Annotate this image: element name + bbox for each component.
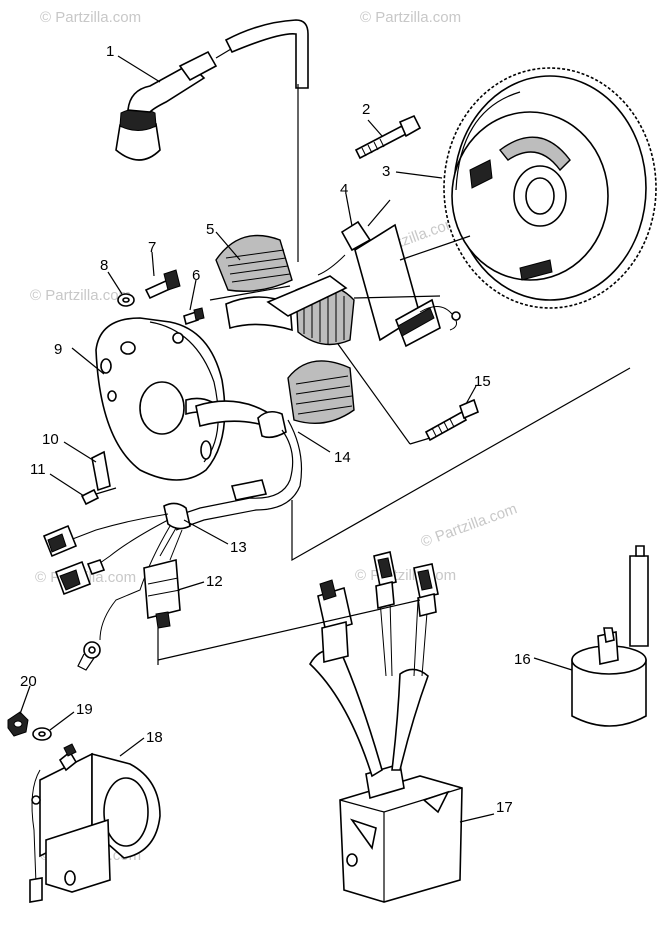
callout-16: 16	[514, 651, 531, 668]
watermark: © Partzilla.com	[360, 9, 461, 26]
callout-17: 17	[496, 799, 513, 816]
bolt-15	[424, 398, 479, 442]
callout-9: 9	[54, 341, 62, 358]
spark-plug-cap	[115, 19, 309, 262]
stator-coils	[215, 234, 355, 425]
callout-20: 20	[20, 673, 37, 690]
callout-6: 6	[192, 267, 200, 284]
callout-1: 1	[106, 43, 114, 60]
callout-11: 11	[30, 461, 46, 478]
starter-solenoid	[29, 743, 161, 903]
callout-13: 13	[230, 539, 247, 556]
stator-plate	[95, 317, 226, 481]
watermark: © Partzilla.com	[30, 287, 131, 304]
nut-20	[7, 711, 29, 737]
callout-7: 7	[148, 239, 156, 256]
cdi-connectors	[317, 551, 439, 664]
callout-10: 10	[42, 431, 59, 448]
callout-3: 3	[382, 163, 390, 180]
cdi-box	[308, 599, 463, 903]
connector-block	[143, 558, 181, 665]
watermark: © Partzilla.com	[419, 500, 520, 551]
callout-leaders	[19, 55, 573, 823]
callout-labels: 1 2 3 4 5 6 7 8 9 10 11 12 13 14 15 16 1…	[20, 43, 531, 816]
wiring-harness	[69, 400, 303, 641]
guide-lines	[157, 199, 631, 661]
callout-19: 19	[76, 701, 93, 718]
callout-5: 5	[206, 221, 214, 238]
harness-connectors	[42, 524, 106, 671]
flywheel-bolt	[354, 114, 422, 160]
callout-4: 4	[340, 181, 348, 198]
flywheel	[443, 67, 657, 309]
watermark: © Partzilla.com	[355, 567, 456, 584]
pulser-coil	[317, 220, 461, 348]
watermarks: © Partzilla.com © Partzilla.com © Partzi…	[30, 9, 519, 884]
wire-clamp	[80, 450, 117, 506]
watermark: © Partzilla.com	[40, 9, 141, 26]
callout-14: 14	[334, 449, 351, 466]
callout-12: 12	[206, 573, 223, 590]
callout-8: 8	[100, 257, 108, 274]
callout-15: 15	[474, 373, 491, 390]
callout-2: 2	[362, 101, 370, 118]
callout-18: 18	[146, 729, 163, 746]
stator-screws	[117, 269, 205, 326]
ignition-coil-16	[571, 545, 649, 727]
washer-19	[32, 727, 52, 741]
